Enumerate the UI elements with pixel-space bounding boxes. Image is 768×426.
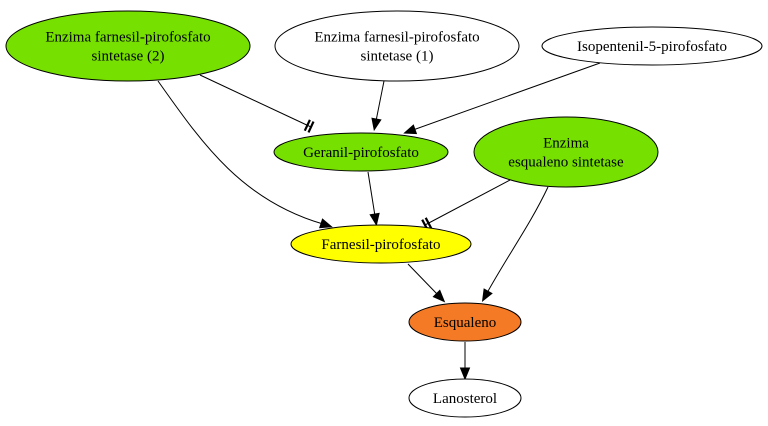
node-lanosterol: Lanosterol <box>408 378 522 418</box>
node-shape <box>5 10 251 82</box>
node-label: Farnesil-pirofosfato <box>321 237 440 253</box>
node-isopentenil: Isopentenil-5-pirofosfato <box>541 26 763 66</box>
edge-line <box>424 179 511 226</box>
node-shape <box>408 378 522 418</box>
node-label: esqualeno sintetase <box>508 155 624 171</box>
node-enzima_fps2: Enzima farnesil-pirofosfato sintetase (2) <box>5 10 251 82</box>
node-label: Enzima <box>543 136 589 152</box>
arrowhead-icon <box>459 367 471 381</box>
arrowhead-icon <box>481 288 493 302</box>
node-label: sintetase (1) <box>361 49 434 65</box>
edge-line <box>486 186 549 294</box>
edge-line <box>199 74 312 128</box>
edges-layer <box>157 62 601 381</box>
edge-line <box>407 263 439 296</box>
node-shape <box>290 224 472 264</box>
nodes-layer: Enzima farnesil-pirofosfato sintetase (2)… <box>5 10 763 418</box>
edge-line <box>375 80 385 122</box>
edge-line <box>157 80 324 225</box>
edge-enzima_esq-to-farnesil <box>421 179 511 231</box>
edge-farnesil-to-esqualeno <box>407 263 446 303</box>
node-label: sintetase (2) <box>92 49 165 65</box>
edge-isopentenil-to-geranil <box>403 62 601 135</box>
edge-geranil-to-farnesil <box>367 171 380 227</box>
edge-enzima_fps2-to-geranil <box>199 74 315 133</box>
edge-esqualeno-to-lanosterol <box>459 342 471 381</box>
node-esqualeno: Esqualeno <box>408 302 522 342</box>
node-label: Esqualeno <box>434 315 496 331</box>
edge-enzima_esq-to-esqualeno <box>481 186 549 302</box>
node-label: Geranil-pirofosfato <box>303 145 419 161</box>
node-enzima_esq: Enzima esqualeno sintetase <box>473 116 659 188</box>
node-label: Isopentenil-5-pirofosfato <box>577 39 727 55</box>
node-label: Lanosterol <box>433 391 497 407</box>
node-shape <box>408 302 522 342</box>
node-shape <box>473 116 659 188</box>
arrowhead-icon <box>432 289 446 303</box>
node-label: Enzima farnesil-pirofosfato <box>45 30 210 46</box>
node-shape <box>274 10 520 82</box>
arrowhead-icon <box>371 117 382 132</box>
arrowhead-icon <box>318 218 333 229</box>
node-shape <box>273 132 449 172</box>
arrowhead-icon <box>403 124 418 135</box>
edge-enzima_fps1-to-geranil <box>371 80 385 132</box>
inhibition-tee-icon <box>307 121 315 133</box>
inhibition-tee-icon <box>303 119 311 132</box>
node-shape <box>541 26 763 66</box>
node-farnesil: Farnesil-pirofosfato <box>290 224 472 264</box>
node-label: Enzima farnesil-pirofosfato <box>314 30 479 46</box>
edge-line <box>367 171 376 217</box>
inhibition-tee-icon <box>424 217 433 229</box>
node-enzima_fps1: Enzima farnesil-pirofosfato sintetase (1) <box>274 10 520 82</box>
edge-enzima_fps2-to-farnesil <box>157 80 333 229</box>
edge-line <box>412 62 601 131</box>
node-geranil: Geranil-pirofosfato <box>273 132 449 172</box>
arrowhead-icon <box>369 212 380 227</box>
